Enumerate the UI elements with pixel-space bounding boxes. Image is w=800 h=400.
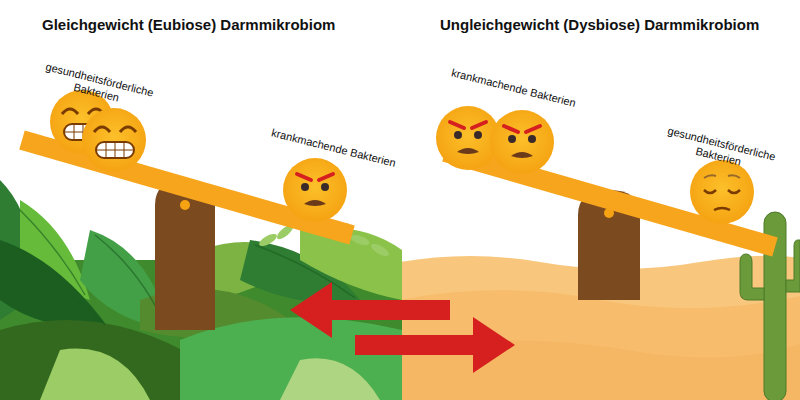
angry-face: [490, 110, 554, 174]
sad-face: [690, 160, 754, 224]
seesaw-balance: [22, 140, 352, 330]
angry-face: [283, 158, 347, 222]
seesaw-imbalance: [445, 152, 775, 300]
group-label: krankmachende Bakterien: [269, 126, 398, 170]
heading: Gleichgewicht (Eubiose) Darmmikrobiom: [42, 16, 335, 33]
happy-face: [82, 108, 146, 172]
heading: Ungleichgewicht (Dysbiose) Darmmikrobiom: [440, 16, 759, 33]
group-label: krankmachende Bakterien: [449, 66, 578, 110]
exchange-arrows: [290, 282, 515, 373]
jungle: [0, 180, 402, 400]
